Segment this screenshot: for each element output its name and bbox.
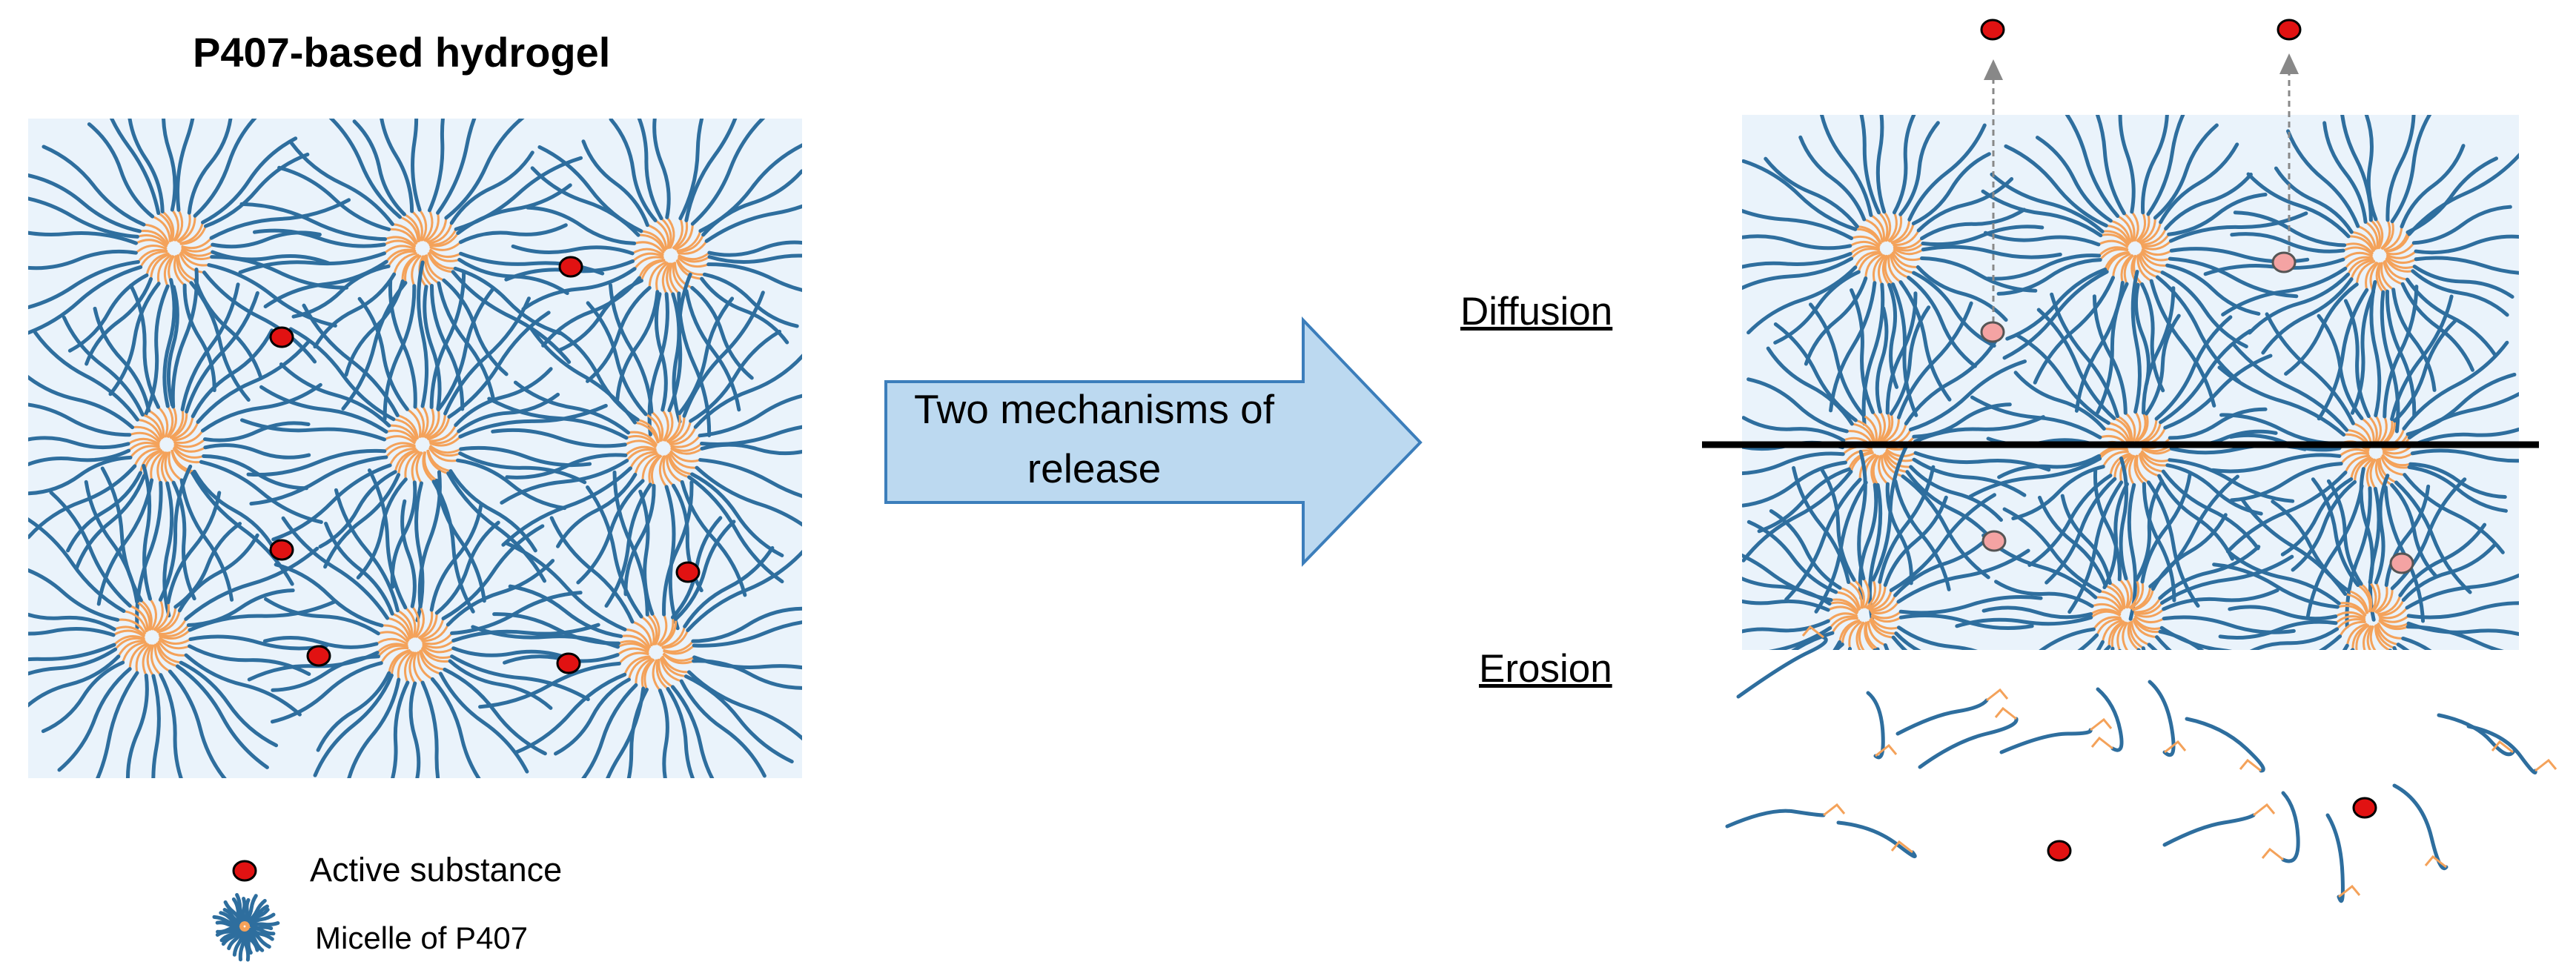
micelle <box>28 268 323 630</box>
micelle <box>1955 456 2296 650</box>
polymer-fragment <box>1918 706 2019 769</box>
polymer-fragment <box>2261 791 2300 863</box>
arrow-label: Two mechanisms of release <box>913 386 1274 491</box>
micelle-legend-icon <box>212 892 280 962</box>
micelle <box>247 468 600 778</box>
polymer-fragment <box>1895 688 2009 736</box>
active-substance-dot <box>1980 19 2005 41</box>
legend-active-substance-label: Active substance <box>310 851 563 889</box>
polymer-fragment <box>1736 625 1828 699</box>
active-substance-dot <box>2277 19 2302 41</box>
polymer-fragment <box>2325 813 2361 903</box>
polymer-fragment <box>1999 717 2113 754</box>
right-active-substances <box>1980 19 2414 862</box>
active-substance-dot <box>2047 840 2072 862</box>
micelle <box>2212 467 2519 650</box>
erosion-label: Erosion <box>1479 647 1612 691</box>
arrowhead-icon <box>2279 53 2299 74</box>
active-substance-dot <box>1980 321 2005 343</box>
micelle <box>28 463 336 778</box>
active-substance-dot <box>1981 530 2007 552</box>
active-substance-dot <box>2352 797 2377 819</box>
polymer-fragment <box>1866 691 1898 760</box>
legend-micelle-label: Micelle of P407 <box>315 920 529 955</box>
polymer-fragment <box>2090 687 2124 752</box>
micelle <box>28 119 351 417</box>
eroded-polymer-fragments <box>1725 625 2557 903</box>
polymer-fragment <box>2466 724 2557 774</box>
polymer-fragment <box>2162 803 2276 847</box>
micelle <box>238 119 605 421</box>
active-substance-dot <box>558 256 583 278</box>
left-micelle-grid <box>28 119 802 778</box>
active-substance-dot <box>306 645 331 667</box>
active-substance-dot <box>556 652 581 674</box>
polymer-fragment <box>2392 783 2448 871</box>
polymer-fragment <box>2437 713 2515 757</box>
polymer-fragment <box>2185 717 2265 773</box>
micelle <box>1742 115 2062 426</box>
right-micelle-grid <box>1742 115 2519 650</box>
arrowhead-icon <box>1984 59 2003 80</box>
left-active-substances <box>269 256 701 674</box>
diagram-title: P407-based hydrogel <box>193 29 611 76</box>
polymer-fragment <box>1836 820 1917 859</box>
micelle <box>212 892 280 962</box>
release-arrow <box>884 316 1423 567</box>
polymer-fragment <box>1725 803 1846 829</box>
polymer-fragment <box>2148 680 2187 757</box>
active-substance-dot <box>675 561 701 583</box>
micelle <box>487 272 802 631</box>
active-substance-dot <box>2271 251 2297 273</box>
active-substance-dot <box>269 326 294 348</box>
micelle <box>1742 442 2043 650</box>
active-substance-dot <box>269 539 294 561</box>
active-substance-legend-icon <box>232 860 257 882</box>
active-substance-dot <box>2389 552 2414 574</box>
micelle <box>2203 115 2519 434</box>
diffusion-label: Diffusion <box>1460 290 1613 333</box>
